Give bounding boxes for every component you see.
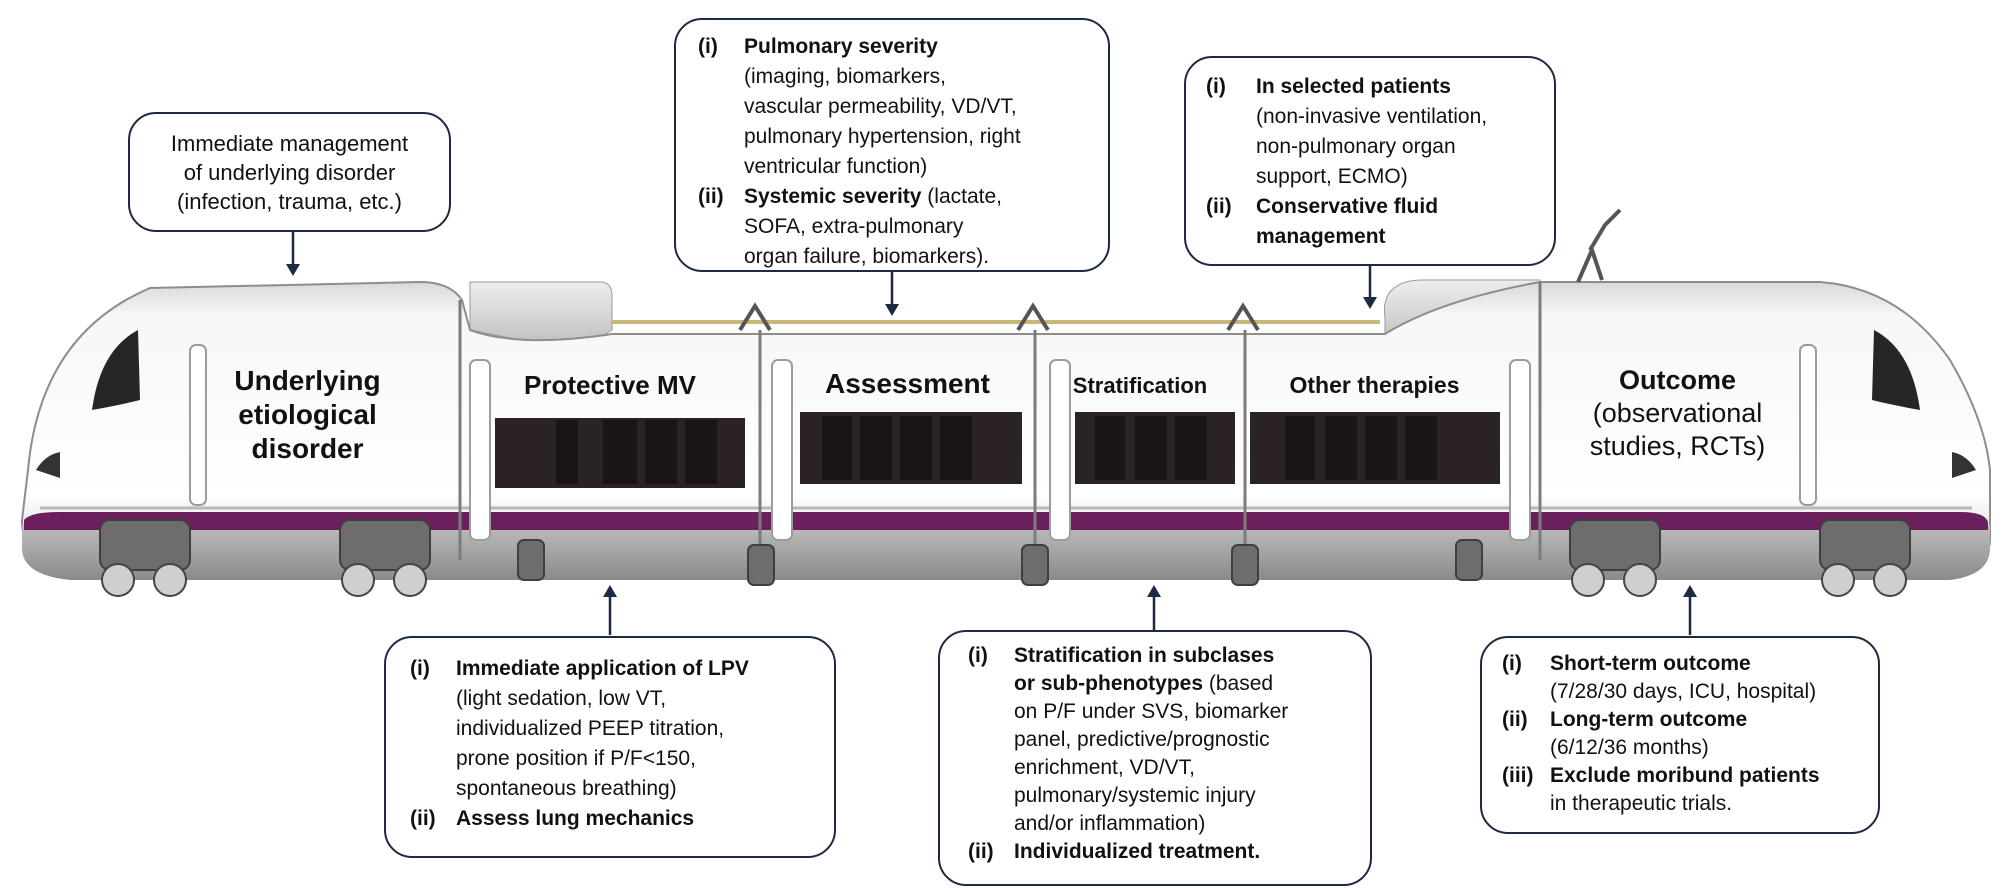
arrow-assessment	[885, 272, 899, 316]
box-assessment: (i) Pulmonary severity (imaging, biomark…	[674, 18, 1110, 272]
car-label-protective-mv: Protective MV	[524, 370, 696, 400]
outcome-item-3: (iii) Exclude moribund patients in thera…	[1502, 764, 1820, 815]
box-other-therapies: (i) In selected patients (non-invasive v…	[1184, 56, 1556, 266]
protective-mv-item-1: (i) Immediate application of LPV (light …	[410, 657, 749, 800]
assessment-item-1: (i) Pulmonary severity (imaging, biomark…	[698, 35, 1021, 178]
box-underlying-disorder: Immediate management of underlying disor…	[128, 112, 451, 232]
other-therapies-item-1: (i) In selected patients (non-invasive v…	[1206, 75, 1488, 188]
stratification-item-2: (ii) Individualized treatment.	[968, 840, 1261, 863]
car-label-assessment: Assessment	[825, 368, 990, 399]
other-therapies-item-2: (ii) Conservative fluid management	[1206, 195, 1439, 248]
box-outcome: (i) Short-term outcome (7/28/30 days, IC…	[1480, 636, 1880, 834]
outcome-item-2: (ii) Long-term outcome (6/12/36 months)	[1502, 708, 1748, 759]
arrow-underlying	[286, 232, 300, 276]
arrow-other-therapies	[1363, 266, 1377, 309]
assessment-item-2: (ii) Systemic severity (lactate, SOFA, e…	[698, 185, 1003, 268]
stratification-item-1: (i) Stratification in subclases or sub-p…	[968, 644, 1289, 835]
car-label-underlying: Underlying etiological disorder	[234, 365, 381, 464]
purple-stripe	[24, 512, 1988, 530]
box-stratification: (i) Stratification in subclases or sub-p…	[938, 630, 1372, 886]
arrow-outcome	[1683, 585, 1697, 635]
train-skirt	[22, 525, 1990, 580]
nose-windshield-right	[1872, 330, 1920, 410]
car-label-other-therapies: Other therapies	[1289, 372, 1460, 398]
arrow-stratification	[1147, 585, 1161, 631]
box-protective-mv: (i) Immediate application of LPV (light …	[384, 636, 836, 858]
arrow-protective-mv	[603, 585, 617, 635]
nose-windshield-left	[92, 330, 140, 410]
outcome-item-1: (i) Short-term outcome (7/28/30 days, IC…	[1502, 652, 1817, 703]
pantograph	[1576, 208, 1622, 283]
protective-mv-item-2: (ii) Assess lung mechanics	[410, 807, 695, 830]
car-label-stratification: Stratification	[1072, 373, 1208, 398]
car-label-outcome: Outcome (observational studies, RCTs)	[1589, 365, 1766, 461]
